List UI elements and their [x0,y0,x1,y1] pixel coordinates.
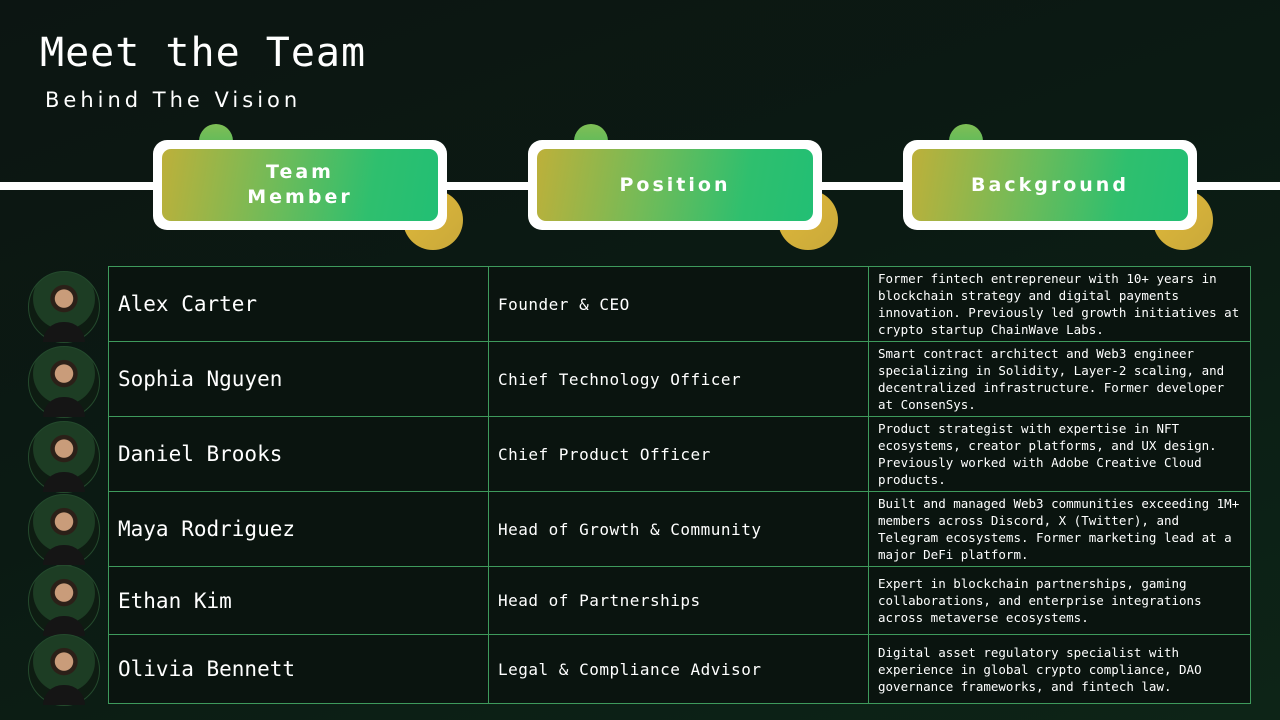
avatar-maya-rodriguez [28,494,100,566]
table-row: Olivia Bennett Legal & Compliance Adviso… [108,634,1251,704]
slide-title: Meet the Team [40,30,367,76]
table-row: Ethan Kim Head of Partnerships Expert in… [108,566,1251,635]
member-background: Expert in blockchain partnerships, gamin… [868,566,1251,635]
avatar-sophia-nguyen [28,346,100,418]
header-label-team-member: Team Member [162,149,438,221]
member-position: Founder & CEO [488,266,869,342]
header-background: Background [903,124,1213,250]
member-name: Sophia Nguyen [108,341,489,417]
member-position: Head of Partnerships [488,566,869,635]
member-position: Chief Technology Officer [488,341,869,417]
header-position: Position [528,124,838,250]
avatar-daniel-brooks [28,421,100,493]
member-name: Ethan Kim [108,566,489,635]
member-name: Alex Carter [108,266,489,342]
slide-subtitle: Behind The Vision [45,88,302,112]
member-background: Product strategist with expertise in NFT… [868,416,1251,492]
member-position: Legal & Compliance Advisor [488,634,869,704]
member-name: Maya Rodriguez [108,491,489,567]
member-background: Former fintech entrepreneur with 10+ yea… [868,266,1251,342]
avatar-olivia-bennett [28,634,100,706]
member-name: Olivia Bennett [108,634,489,704]
header-label-position: Position [537,149,813,221]
member-background: Built and managed Web3 communities excee… [868,491,1251,567]
member-background: Smart contract architect and Web3 engine… [868,341,1251,417]
table-row: Sophia Nguyen Chief Technology Officer S… [108,341,1251,417]
table-row: Daniel Brooks Chief Product Officer Prod… [108,416,1251,492]
avatar-alex-carter [28,271,100,343]
header-team-member: Team Member [153,124,463,250]
table-row: Maya Rodriguez Head of Growth & Communit… [108,491,1251,567]
avatar-ethan-kim [28,565,100,637]
member-name: Daniel Brooks [108,416,489,492]
team-table: Alex Carter Founder & CEO Former fintech… [108,266,1251,704]
member-position: Head of Growth & Community [488,491,869,567]
header-label-background: Background [912,149,1188,221]
member-position: Chief Product Officer [488,416,869,492]
member-background: Digital asset regulatory specialist with… [868,634,1251,704]
table-row: Alex Carter Founder & CEO Former fintech… [108,266,1251,342]
